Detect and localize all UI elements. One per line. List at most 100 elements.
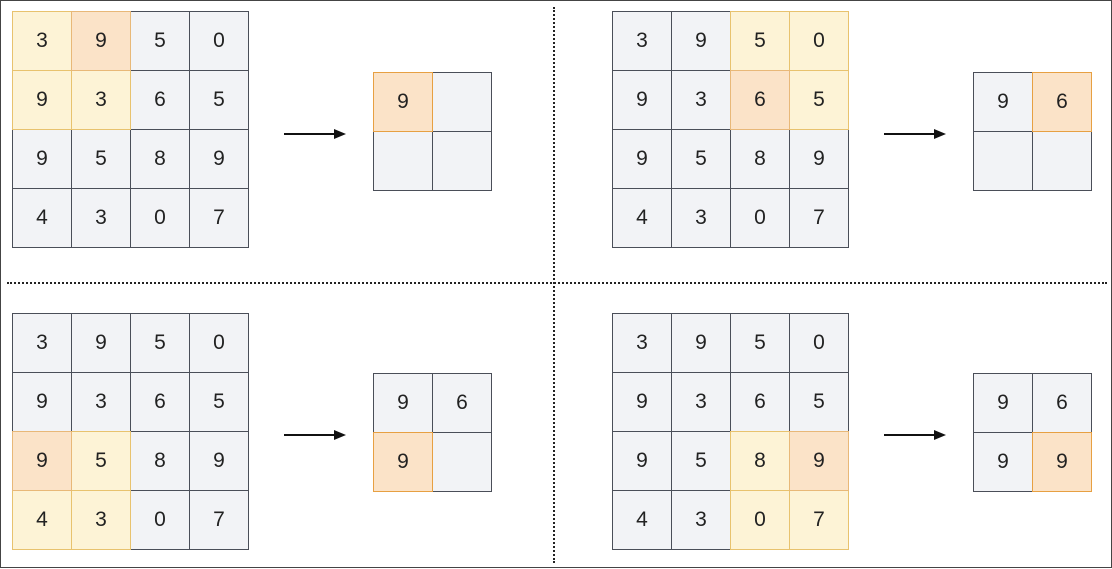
input-cell: 5 — [671, 431, 731, 491]
right-arrow-icon — [884, 430, 946, 440]
input-cell: 3 — [12, 11, 72, 71]
input-cell: 8 — [130, 431, 190, 491]
input-cell: 7 — [189, 188, 249, 248]
input-cell: 9 — [671, 11, 731, 71]
input-cell: 5 — [730, 313, 790, 373]
input-cell: 0 — [789, 313, 849, 373]
output-cell — [373, 131, 433, 191]
input-cell: 9 — [671, 313, 731, 373]
output-cell: 9 — [973, 72, 1033, 132]
right-arrow-icon — [884, 129, 946, 139]
output-cell: 6 — [432, 373, 492, 433]
input-cell: 4 — [612, 188, 672, 248]
input-cell: 3 — [671, 372, 731, 432]
input-cell: 8 — [730, 431, 790, 491]
output-cell — [1032, 131, 1092, 191]
input-cell: 3 — [71, 372, 131, 432]
matrix-row: 9 — [373, 432, 492, 492]
output-cell — [432, 131, 492, 191]
matrix-row — [373, 131, 492, 191]
input-cell: 9 — [189, 129, 249, 189]
input-cell: 7 — [189, 490, 249, 550]
input-cell: 3 — [671, 490, 731, 550]
input-cell: 9 — [12, 129, 72, 189]
input-cell: 3 — [71, 70, 131, 130]
input-cell: 6 — [730, 70, 790, 130]
input-cell: 6 — [130, 70, 190, 130]
input-cell: 9 — [189, 431, 249, 491]
output-cell — [973, 131, 1033, 191]
output-cell: 6 — [1032, 373, 1092, 433]
input-cell: 3 — [612, 11, 672, 71]
input-cell: 3 — [612, 313, 672, 373]
input-cell: 0 — [730, 490, 790, 550]
output-cell: 9 — [973, 373, 1033, 433]
matrix-row: 9 — [373, 72, 492, 132]
input-cell: 0 — [130, 188, 190, 248]
output-cell: 9 — [973, 432, 1033, 492]
output-cell: 9 — [373, 432, 433, 492]
input-cell: 0 — [189, 313, 249, 373]
input-cell: 3 — [671, 188, 731, 248]
output-matrix: 9 — [373, 72, 492, 191]
right-arrow-icon — [284, 129, 346, 139]
input-cell: 8 — [730, 129, 790, 189]
input-cell: 4 — [12, 188, 72, 248]
input-cell: 5 — [130, 11, 190, 71]
input-cell: 5 — [71, 129, 131, 189]
input-cell: 0 — [189, 11, 249, 71]
input-cell: 5 — [71, 431, 131, 491]
input-cell: 9 — [612, 70, 672, 130]
input-cell: 3 — [12, 313, 72, 373]
input-cell: 7 — [789, 188, 849, 248]
input-cell: 7 — [789, 490, 849, 550]
matrix-row — [973, 131, 1092, 191]
output-cell: 9 — [1032, 432, 1092, 492]
input-cell: 5 — [671, 129, 731, 189]
input-cell: 9 — [12, 372, 72, 432]
input-cell: 9 — [71, 313, 131, 373]
input-cell: 0 — [130, 490, 190, 550]
input-cell: 5 — [189, 70, 249, 130]
right-arrow-icon — [284, 430, 346, 440]
input-cell: 3 — [671, 70, 731, 130]
input-cell: 9 — [612, 129, 672, 189]
output-cell: 9 — [373, 72, 433, 132]
input-cell: 9 — [12, 70, 72, 130]
input-cell: 5 — [789, 372, 849, 432]
vertical-dotted-divider — [553, 7, 555, 563]
input-cell: 9 — [612, 372, 672, 432]
input-cell: 9 — [71, 11, 131, 71]
output-cell — [432, 432, 492, 492]
input-cell: 6 — [130, 372, 190, 432]
horizontal-dotted-divider — [7, 282, 1107, 284]
input-cell: 3 — [71, 490, 131, 550]
